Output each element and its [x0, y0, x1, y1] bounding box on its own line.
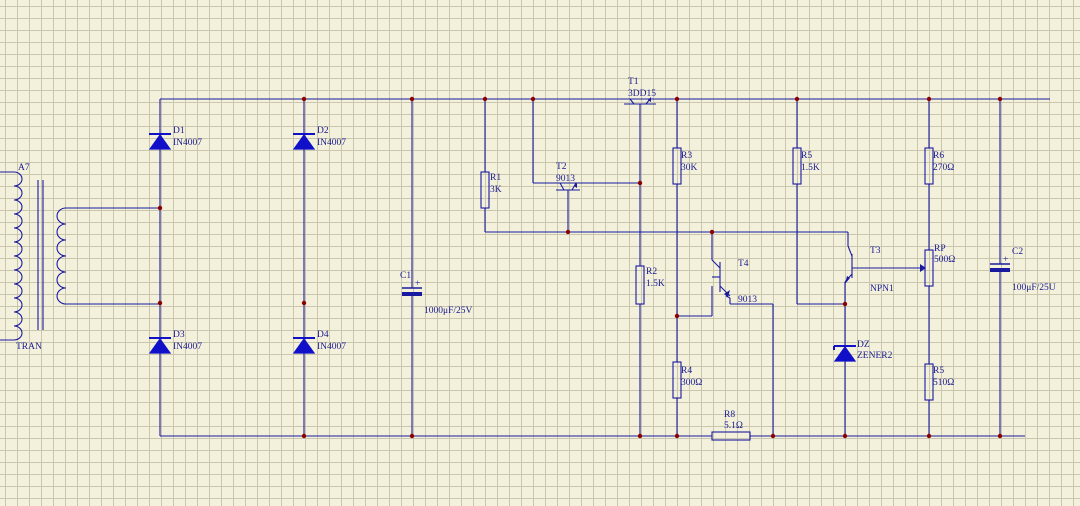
transistor-t3	[844, 245, 920, 284]
r5a-ref: R5	[801, 151, 812, 161]
transistor-t1	[624, 97, 656, 110]
t2-ref: T2	[556, 162, 567, 172]
r6-value: 270Ω	[933, 163, 954, 173]
t3-ref: T3	[870, 246, 881, 256]
d1-value: IN4007	[173, 138, 202, 148]
capacitor-c1	[402, 287, 422, 296]
resistor-r4	[672, 361, 682, 399]
d3-ref: D3	[173, 330, 185, 340]
rp-ref: RP	[934, 244, 946, 254]
r3-value: 30K	[681, 163, 698, 173]
t4-value: 9013	[738, 295, 757, 305]
transistor-t4	[711, 250, 731, 297]
r6-ref: R6	[933, 151, 944, 161]
rp-wiper-arrow	[920, 264, 926, 272]
t2-value: 9013	[556, 174, 575, 184]
a7-value: TRAN	[16, 342, 42, 352]
resistor-r5-upper	[792, 147, 802, 185]
c1-ref: C1	[400, 271, 411, 281]
c2-polarity: +	[1003, 255, 1008, 265]
d3-value: IN4007	[173, 342, 202, 352]
r5a-value: 1.5K	[801, 163, 820, 173]
resistor-r6	[924, 147, 934, 185]
c1-value: 1000μF/25V	[424, 306, 473, 316]
d2-ref: D2	[317, 126, 329, 136]
zener-dz	[833, 345, 857, 362]
r4-value: 300Ω	[681, 378, 702, 388]
t1-ref: T1	[628, 77, 639, 87]
t1-value: 3DD15	[628, 89, 656, 99]
rp-value: 500Ω	[934, 255, 955, 265]
capacitor-c2	[990, 263, 1010, 272]
resistor-r2	[635, 265, 645, 305]
r8-value: 5.1Ω	[724, 421, 743, 431]
dz-value: ZENER2	[857, 351, 893, 361]
r1-value: 3K	[490, 185, 502, 195]
d4-value: IN4007	[317, 342, 346, 352]
r8-ref: R8	[724, 410, 735, 420]
resistor-r1	[480, 171, 490, 209]
c2-ref: C2	[1012, 247, 1023, 257]
d1-ref: D1	[173, 126, 185, 136]
resistor-r8	[711, 431, 751, 441]
r2-ref: R2	[646, 267, 657, 277]
r5b-ref: R5	[933, 366, 944, 376]
resistor-r5-lower	[924, 363, 934, 401]
diode-d3	[148, 337, 172, 354]
resistor-r3	[672, 147, 682, 185]
diode-d2	[292, 133, 316, 150]
transformer-a7	[0, 171, 160, 341]
t3-value: NPN1	[870, 284, 894, 294]
r5b-value: 510Ω	[933, 378, 954, 388]
dz-ref: DZ	[857, 340, 870, 350]
c1-polarity: +	[415, 279, 420, 289]
d2-value: IN4007	[317, 138, 346, 148]
r3-ref: R3	[681, 151, 692, 161]
diode-d4	[292, 337, 316, 354]
wires	[159, 98, 1050, 437]
junction-dots	[157, 96, 1003, 439]
potentiometer-rp	[924, 249, 934, 287]
a7-ref: A7	[18, 163, 30, 173]
r2-value: 1.5K	[646, 279, 665, 289]
t4-ref: T4	[738, 259, 749, 269]
c2-value: 100μF/25U	[1012, 283, 1056, 293]
transistor-t2	[556, 182, 580, 197]
r1-ref: R1	[490, 173, 501, 183]
d4-ref: D4	[317, 330, 329, 340]
diode-d1	[148, 133, 172, 150]
r4-ref: R4	[681, 366, 692, 376]
